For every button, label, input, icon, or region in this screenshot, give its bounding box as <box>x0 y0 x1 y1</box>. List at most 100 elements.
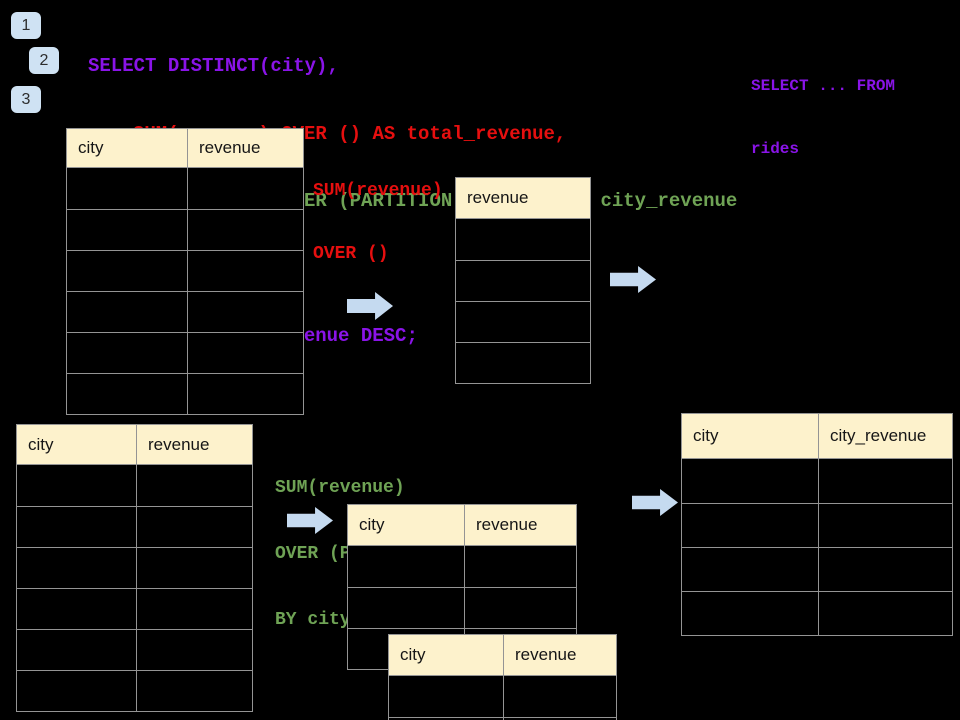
table-cell <box>682 504 818 547</box>
table-row <box>682 459 952 503</box>
table-cell <box>682 548 818 591</box>
table-cell <box>456 261 590 301</box>
table-row <box>389 676 616 717</box>
table-partition-intermediate-2: city revenue <box>388 634 617 720</box>
table-header-row: city revenue <box>389 635 616 676</box>
table-row <box>682 503 952 547</box>
table-row <box>682 591 952 635</box>
table-cell <box>503 718 616 720</box>
table-cell <box>187 251 303 291</box>
table-row <box>17 588 252 629</box>
table-header-row: city revenue <box>67 129 303 168</box>
table-cell <box>682 459 818 503</box>
step-badge-3: 3 <box>11 86 41 113</box>
table-header-row: revenue <box>456 178 590 219</box>
table-cell <box>136 671 252 711</box>
table-cell <box>187 210 303 250</box>
table-cell <box>17 671 136 711</box>
table-row <box>456 301 590 342</box>
table-row <box>456 260 590 301</box>
table-cell <box>17 465 136 506</box>
table-row <box>67 250 303 291</box>
table-city-revenue-result: city city_revenue <box>681 413 953 636</box>
annotation-line: SUM(revenue) <box>313 181 443 201</box>
table-cell <box>187 374 303 414</box>
sql-line-select: SELECT DISTINCT(city), <box>88 55 339 77</box>
table-row <box>67 291 303 332</box>
column-header-revenue: revenue <box>187 129 303 167</box>
table-cell <box>67 374 187 414</box>
column-header-revenue: revenue <box>464 505 576 545</box>
column-header-city-revenue: city_revenue <box>818 414 952 458</box>
table-cell <box>682 592 818 635</box>
table-cell <box>464 546 576 587</box>
table-row <box>67 209 303 250</box>
table-cell <box>136 630 252 670</box>
annotation-line: SUM(revenue) <box>275 478 405 498</box>
table-cell <box>187 333 303 373</box>
table-row <box>67 373 303 414</box>
table-row <box>17 465 252 506</box>
table-cell <box>503 676 616 717</box>
table-row <box>682 547 952 591</box>
column-header-city: city <box>28 434 54 454</box>
table-row <box>67 168 303 209</box>
table-body <box>17 465 252 711</box>
table-cell <box>17 630 136 670</box>
table-cell <box>136 507 252 547</box>
table-cell <box>67 333 187 373</box>
table-cell <box>389 676 503 717</box>
table-source-bottom: city revenue <box>16 424 253 712</box>
table-source-top: city revenue <box>66 128 304 415</box>
table-cell <box>136 465 252 506</box>
table-cell <box>464 588 576 628</box>
table-row <box>348 587 576 628</box>
column-header-revenue: revenue <box>467 188 529 207</box>
table-cell <box>818 548 952 591</box>
column-header-city: city <box>359 515 385 534</box>
column-header-city: city <box>693 426 719 445</box>
table-row <box>17 670 252 711</box>
annotation-line: OVER () <box>313 244 389 264</box>
table-body <box>67 168 303 414</box>
column-header-revenue: revenue <box>503 635 616 675</box>
table-cell <box>136 548 252 588</box>
table-cell <box>17 548 136 588</box>
column-header-city: city <box>400 645 426 664</box>
table-body <box>682 459 952 635</box>
table-cell <box>348 546 464 587</box>
table-cell <box>348 588 464 628</box>
table-row <box>456 219 590 260</box>
step-badge-1: 1 <box>11 12 41 39</box>
annotation-select-from: SELECT ... FROM rides <box>751 34 895 202</box>
table-row <box>17 506 252 547</box>
table-header-row: city revenue <box>17 425 252 465</box>
table-row <box>389 717 616 720</box>
table-row <box>456 342 590 383</box>
step-badge-2: 2 <box>29 47 59 74</box>
table-header-row: city city_revenue <box>682 414 952 459</box>
table-cell <box>187 292 303 332</box>
table-cell <box>818 592 952 635</box>
table-cell <box>67 210 187 250</box>
column-header-city: city <box>78 138 104 157</box>
table-cell <box>136 589 252 629</box>
table-cell <box>456 343 590 383</box>
table-cell <box>17 507 136 547</box>
annotation-sum-over-total: SUM(revenue) OVER () <box>313 139 443 307</box>
table-cell <box>818 459 952 503</box>
table-row <box>67 332 303 373</box>
table-body <box>389 676 616 720</box>
table-body <box>456 219 590 383</box>
table-cell <box>818 504 952 547</box>
table-header-row: city revenue <box>348 505 576 546</box>
table-row <box>348 546 576 587</box>
table-cell <box>187 168 303 209</box>
table-total-revenue-result: revenue <box>455 177 591 384</box>
table-row <box>17 629 252 670</box>
column-header-revenue: revenue <box>136 425 252 464</box>
table-cell <box>67 292 187 332</box>
table-cell <box>67 168 187 209</box>
annotation-line: SELECT ... FROM <box>751 77 896 95</box>
